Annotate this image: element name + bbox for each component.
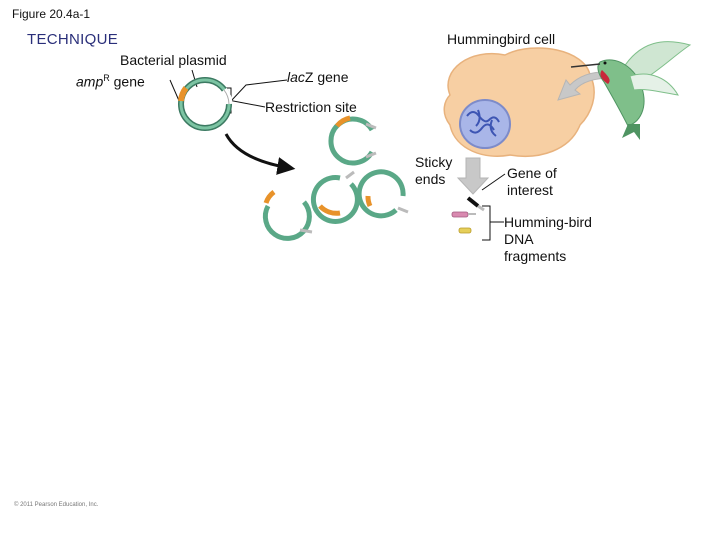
cell-to-dna-arrow: [456, 157, 490, 195]
hummingbird-tail: [622, 124, 640, 140]
lacz-gene-label: lacZ gene: [287, 69, 349, 85]
hummingbird-cell-label: Hummingbird cell: [447, 31, 556, 47]
hummingbird-throat: [600, 70, 610, 84]
gene-of-interest-label: Gene of interest: [507, 165, 557, 198]
hummingbird-eye: [603, 61, 607, 65]
hummingbird-beak: [570, 63, 601, 68]
fragment-yellow: [458, 227, 472, 234]
ampr-gene-label: ampR gene: [76, 73, 145, 90]
hummingbird-wing: [621, 41, 692, 83]
restriction-leader: [227, 99, 266, 108]
cut-plasmid-4: [356, 169, 409, 219]
hummingbird-cell: [443, 47, 595, 157]
gene-leader: [481, 173, 506, 191]
hummingbird-dna-label: Humming-bird DNA fragments: [504, 214, 592, 264]
gray-arrows: [456, 71, 613, 195]
gene-of-interest: [466, 196, 480, 208]
cut-plasmid-3: [310, 170, 360, 224]
intact-plasmid: [178, 77, 233, 131]
hummingbird: [570, 41, 692, 140]
dna-fragments: [451, 196, 485, 234]
cut-plasmids: [262, 115, 409, 241]
lacz-bracket: [224, 79, 288, 114]
technique-heading: TECHNIQUE: [27, 31, 119, 48]
hummingbird-wing-2: [629, 73, 679, 96]
sticky-ends-label: Sticky ends: [415, 154, 453, 187]
chromatin: [466, 109, 500, 137]
cut-plasmid-2: [262, 189, 313, 241]
copyright-notice: © 2011 Pearson Education, Inc.: [14, 502, 99, 508]
dna-bracket: [482, 205, 504, 241]
process-arrow: [224, 133, 296, 175]
cut-plasmid-1: [328, 115, 377, 166]
fragment-pink: [451, 211, 469, 218]
figure-label: Figure 20.4a-1: [12, 7, 91, 21]
bacterial-plasmid-label: Bacterial plasmid: [120, 52, 227, 68]
restriction-site-label: Restriction site: [265, 99, 357, 115]
